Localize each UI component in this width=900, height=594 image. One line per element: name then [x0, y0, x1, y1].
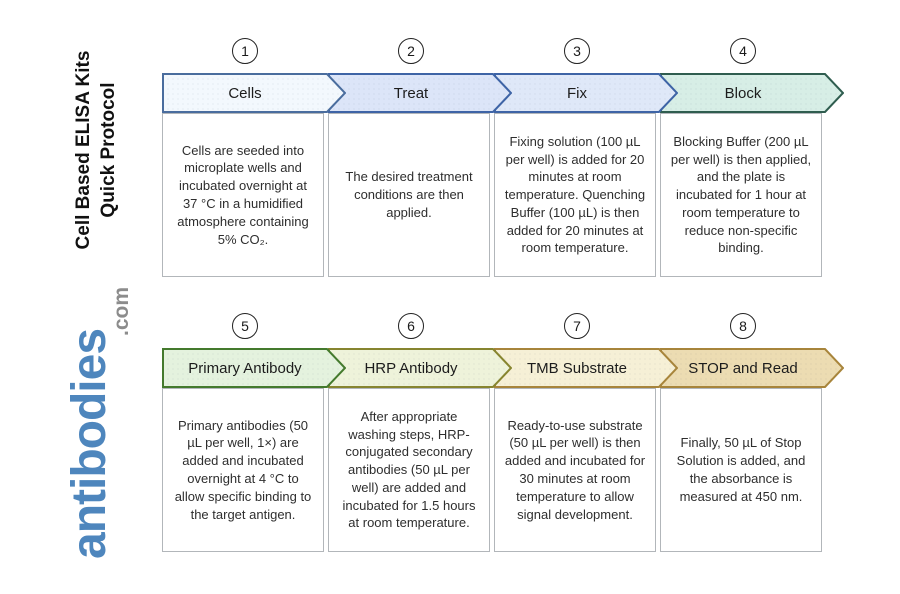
step-description-text: Fixing solution (100 µL per well) is add…: [504, 133, 646, 256]
step-1: 1 Cells Cells are seeded into microplate…: [162, 38, 346, 278]
step-number: 6: [407, 318, 415, 334]
step-description: Blocking Buffer (200 µL per well) is the…: [660, 113, 822, 277]
step-label: STOP and Read: [688, 359, 798, 377]
step-description-text: Primary antibodies (50 µL per well, 1×) …: [174, 417, 312, 522]
step-label: Fix: [567, 84, 587, 102]
chevron-texture: [661, 349, 843, 387]
step-5: 5 Primary Antibody Primary antibodies (5…: [162, 313, 346, 553]
step-description: Ready-to-use substrate (50 µL per well) …: [494, 388, 656, 552]
step-description: Fixing solution (100 µL per well) is add…: [494, 113, 656, 277]
step-arrow-banner: [660, 73, 844, 113]
step-2: 2 Treat The desired treatment conditions…: [328, 38, 512, 278]
step-description: Primary antibodies (50 µL per well, 1×) …: [162, 388, 324, 552]
step-arrow-banner: [162, 348, 346, 388]
step-6: 6 HRP Antibody After appropriate washing…: [328, 313, 512, 553]
step-arrow-banner: [328, 348, 512, 388]
step-label: Cells: [228, 84, 262, 102]
step-number: 2: [407, 43, 415, 59]
step-description-text: After appropriate washing steps, HRP-con…: [342, 408, 476, 531]
step-7: 7 TMB Substrate Ready-to-use substrate (…: [494, 313, 678, 553]
step-number-badge: 3: [564, 38, 590, 64]
step-description: After appropriate washing steps, HRP-con…: [328, 388, 490, 552]
step-number: 8: [739, 318, 747, 334]
step-number-badge: 6: [398, 313, 424, 339]
step-number-badge: 7: [564, 313, 590, 339]
chevron-texture: [163, 349, 345, 387]
chevron-texture: [329, 349, 511, 387]
step-4: 4 Block Blocking Buffer (200 µL per well…: [660, 38, 844, 278]
logo-domain-suffix: .com: [110, 287, 133, 337]
chevron-texture: [495, 349, 677, 387]
step-label: Treat: [393, 84, 429, 102]
step-number: 7: [573, 318, 581, 334]
step-3: 3 Fix Fixing solution (100 µL per well) …: [494, 38, 678, 278]
logo: antibodies .com: [58, 287, 133, 559]
step-arrow-banner: [660, 348, 844, 388]
step-8: 8 STOP and Read Finally, 50 µL of Stop S…: [660, 313, 844, 553]
step-label: Primary Antibody: [188, 359, 302, 377]
step-description-text: Cells are seeded into microplate wells a…: [177, 142, 309, 247]
step-description: Cells are seeded into microplate wells a…: [162, 113, 324, 277]
logo-wordmark: antibodies: [63, 328, 116, 559]
step-description-text: The desired treatment conditions are the…: [345, 169, 473, 220]
step-number: 5: [241, 318, 249, 334]
step-arrow-banner: [328, 73, 512, 113]
step-number-badge: 1: [232, 38, 258, 64]
step-label: Block: [724, 84, 762, 102]
step-arrow-banner: [494, 348, 678, 388]
step-number: 1: [241, 43, 249, 59]
page-title-line2: Quick Protocol: [98, 82, 119, 218]
step-number: 3: [573, 43, 581, 59]
step-description-text: Finally, 50 µL of Stop Solution is added…: [676, 435, 806, 504]
step-description: The desired treatment conditions are the…: [328, 113, 490, 277]
step-number-badge: 4: [730, 38, 756, 64]
page-title-line1: Cell Based ELISA Kits: [73, 50, 94, 250]
chevron-texture: [495, 74, 677, 112]
chevron-texture: [661, 74, 843, 112]
step-number: 4: [739, 43, 747, 59]
step-number-badge: 5: [232, 313, 258, 339]
step-number-badge: 8: [730, 313, 756, 339]
protocol-flow: 1 Cells Cells are seeded into microplate…: [162, 0, 862, 594]
step-description: Finally, 50 µL of Stop Solution is added…: [660, 388, 822, 552]
chevron-texture: [163, 74, 345, 112]
step-label: HRP Antibody: [364, 359, 458, 377]
step-description-text: Blocking Buffer (200 µL per well) is the…: [670, 133, 812, 256]
step-description-text: Ready-to-use substrate (50 µL per well) …: [504, 417, 646, 522]
chevron-texture: [329, 74, 511, 112]
step-arrow-banner: [162, 73, 346, 113]
step-number-badge: 2: [398, 38, 424, 64]
page-title: Cell Based ELISA Kits Quick Protocol: [71, 45, 123, 255]
step-label: TMB Substrate: [526, 359, 628, 377]
